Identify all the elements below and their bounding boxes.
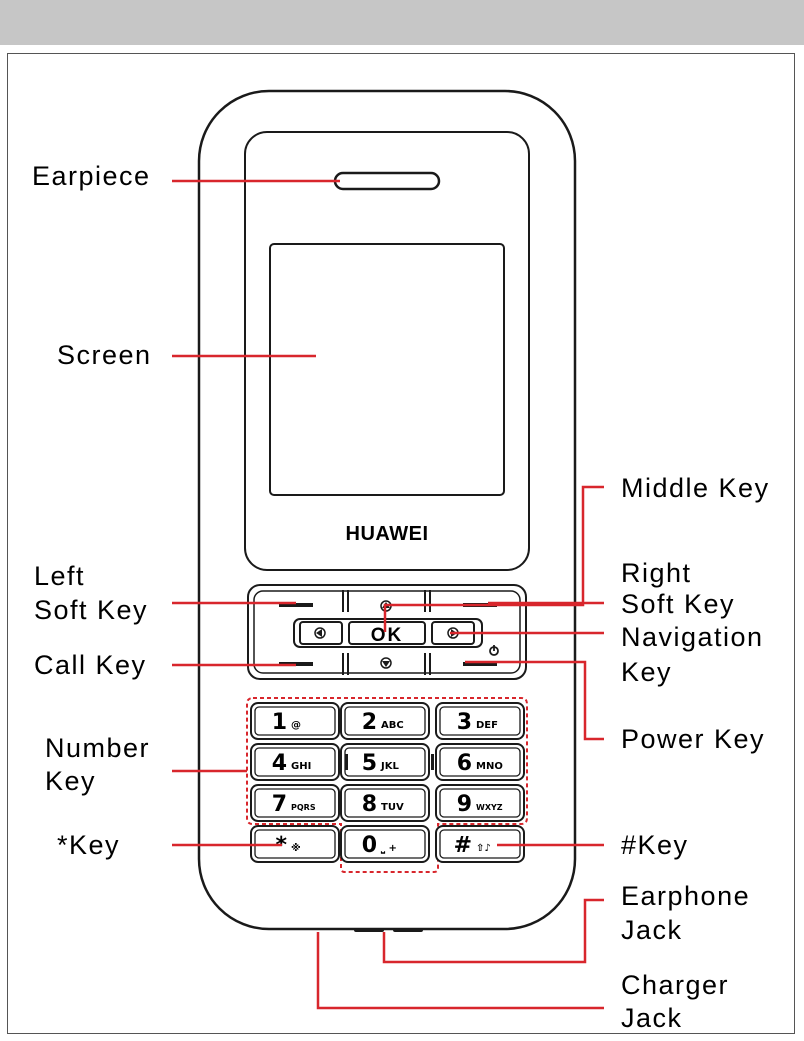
key-6: 6 MNO — [436, 744, 524, 780]
label-earpiece: Earpiece — [32, 161, 151, 191]
label-navigation-key-line1: Navigation — [621, 622, 764, 652]
upper-panel — [245, 132, 529, 570]
key-sub-label: TUV — [381, 802, 404, 813]
screen-area — [270, 244, 504, 495]
key-main-label: 4 — [272, 751, 287, 776]
key-sub-label: ABC — [381, 720, 404, 731]
ok-label: OK — [371, 625, 404, 646]
label-right-soft-key-line1: Right — [621, 558, 692, 588]
label-left-soft-key-line1: Left — [34, 561, 85, 591]
label-hash-key: #Key — [621, 830, 689, 860]
key-main-label: 8 — [362, 792, 377, 817]
key-main-label: 9 — [457, 792, 472, 817]
label-call-key: Call Key — [34, 650, 147, 680]
label-screen: Screen — [57, 340, 152, 370]
key-sub-label: JKL — [380, 761, 399, 772]
key-5-tactile-bar — [431, 754, 434, 770]
key-sub-label: ⇧♪ — [476, 843, 491, 854]
key-8: 8 TUV — [341, 785, 429, 821]
label-star-key: *Key — [57, 830, 120, 860]
key-main-label: 3 — [457, 710, 472, 735]
key-sub-label: DEF — [476, 720, 498, 731]
label-number-key-line2: Key — [45, 766, 96, 796]
label-power-key: Power Key — [621, 724, 765, 754]
label-charger-jack-line2: Jack — [621, 1003, 683, 1033]
key-main-label: 1 — [272, 710, 287, 735]
earphone-jack — [354, 928, 384, 932]
key-sub-label: ⎵ + — [380, 843, 397, 854]
key-9: 9 WXYZ — [436, 785, 524, 821]
down-arrow-glyph — [382, 661, 390, 667]
charger-jack — [393, 928, 423, 932]
key-main-label: 0 — [362, 833, 377, 858]
key-sub-label: GHI — [291, 761, 311, 772]
label-charger-jack-line1: Charger — [621, 970, 729, 1000]
key-sub-label: WXYZ — [476, 803, 503, 812]
key-2: 2 ABC — [341, 703, 429, 739]
key-5-tactile-bar — [345, 754, 348, 770]
label-earphone-jack-line2: Jack — [621, 915, 683, 945]
label-navigation-key-line2: Key — [621, 657, 672, 687]
earpiece-slot — [335, 173, 439, 189]
callout-lines — [172, 181, 604, 1008]
key-4: 4 GHI — [251, 744, 339, 780]
key-sub-label: @ — [291, 720, 301, 731]
label-middle-key: Middle Key — [621, 473, 770, 503]
key-sub-label: ※ — [291, 842, 301, 854]
label-right-soft-key-line2: Soft Key — [621, 589, 735, 619]
key-7: 7 PQRS — [251, 785, 339, 821]
key-main-label: # — [454, 833, 472, 858]
key-main-label: 2 — [362, 710, 377, 735]
label-number-key-line1: Number — [45, 733, 150, 763]
key-main-label: 7 — [272, 792, 287, 817]
key-3: 3 DEF — [436, 703, 524, 739]
key-sub-label: PQRS — [291, 803, 316, 812]
key-main-label: 6 — [457, 751, 472, 776]
label-earphone-jack-line1: Earphone — [621, 881, 750, 911]
label-left-soft-key-line2: Soft Key — [34, 595, 148, 625]
brand-logo: HUAWEI — [346, 523, 429, 545]
charger-jack-callout — [318, 932, 604, 1008]
key-11: 0⎵ + — [341, 826, 429, 862]
key-1: 1@ — [251, 703, 339, 739]
middle-key-callout — [385, 487, 604, 632]
left-arrow-glyph — [316, 629, 322, 637]
key-sub-label: MNO — [476, 761, 503, 772]
key-main-label: 5 — [362, 751, 377, 776]
